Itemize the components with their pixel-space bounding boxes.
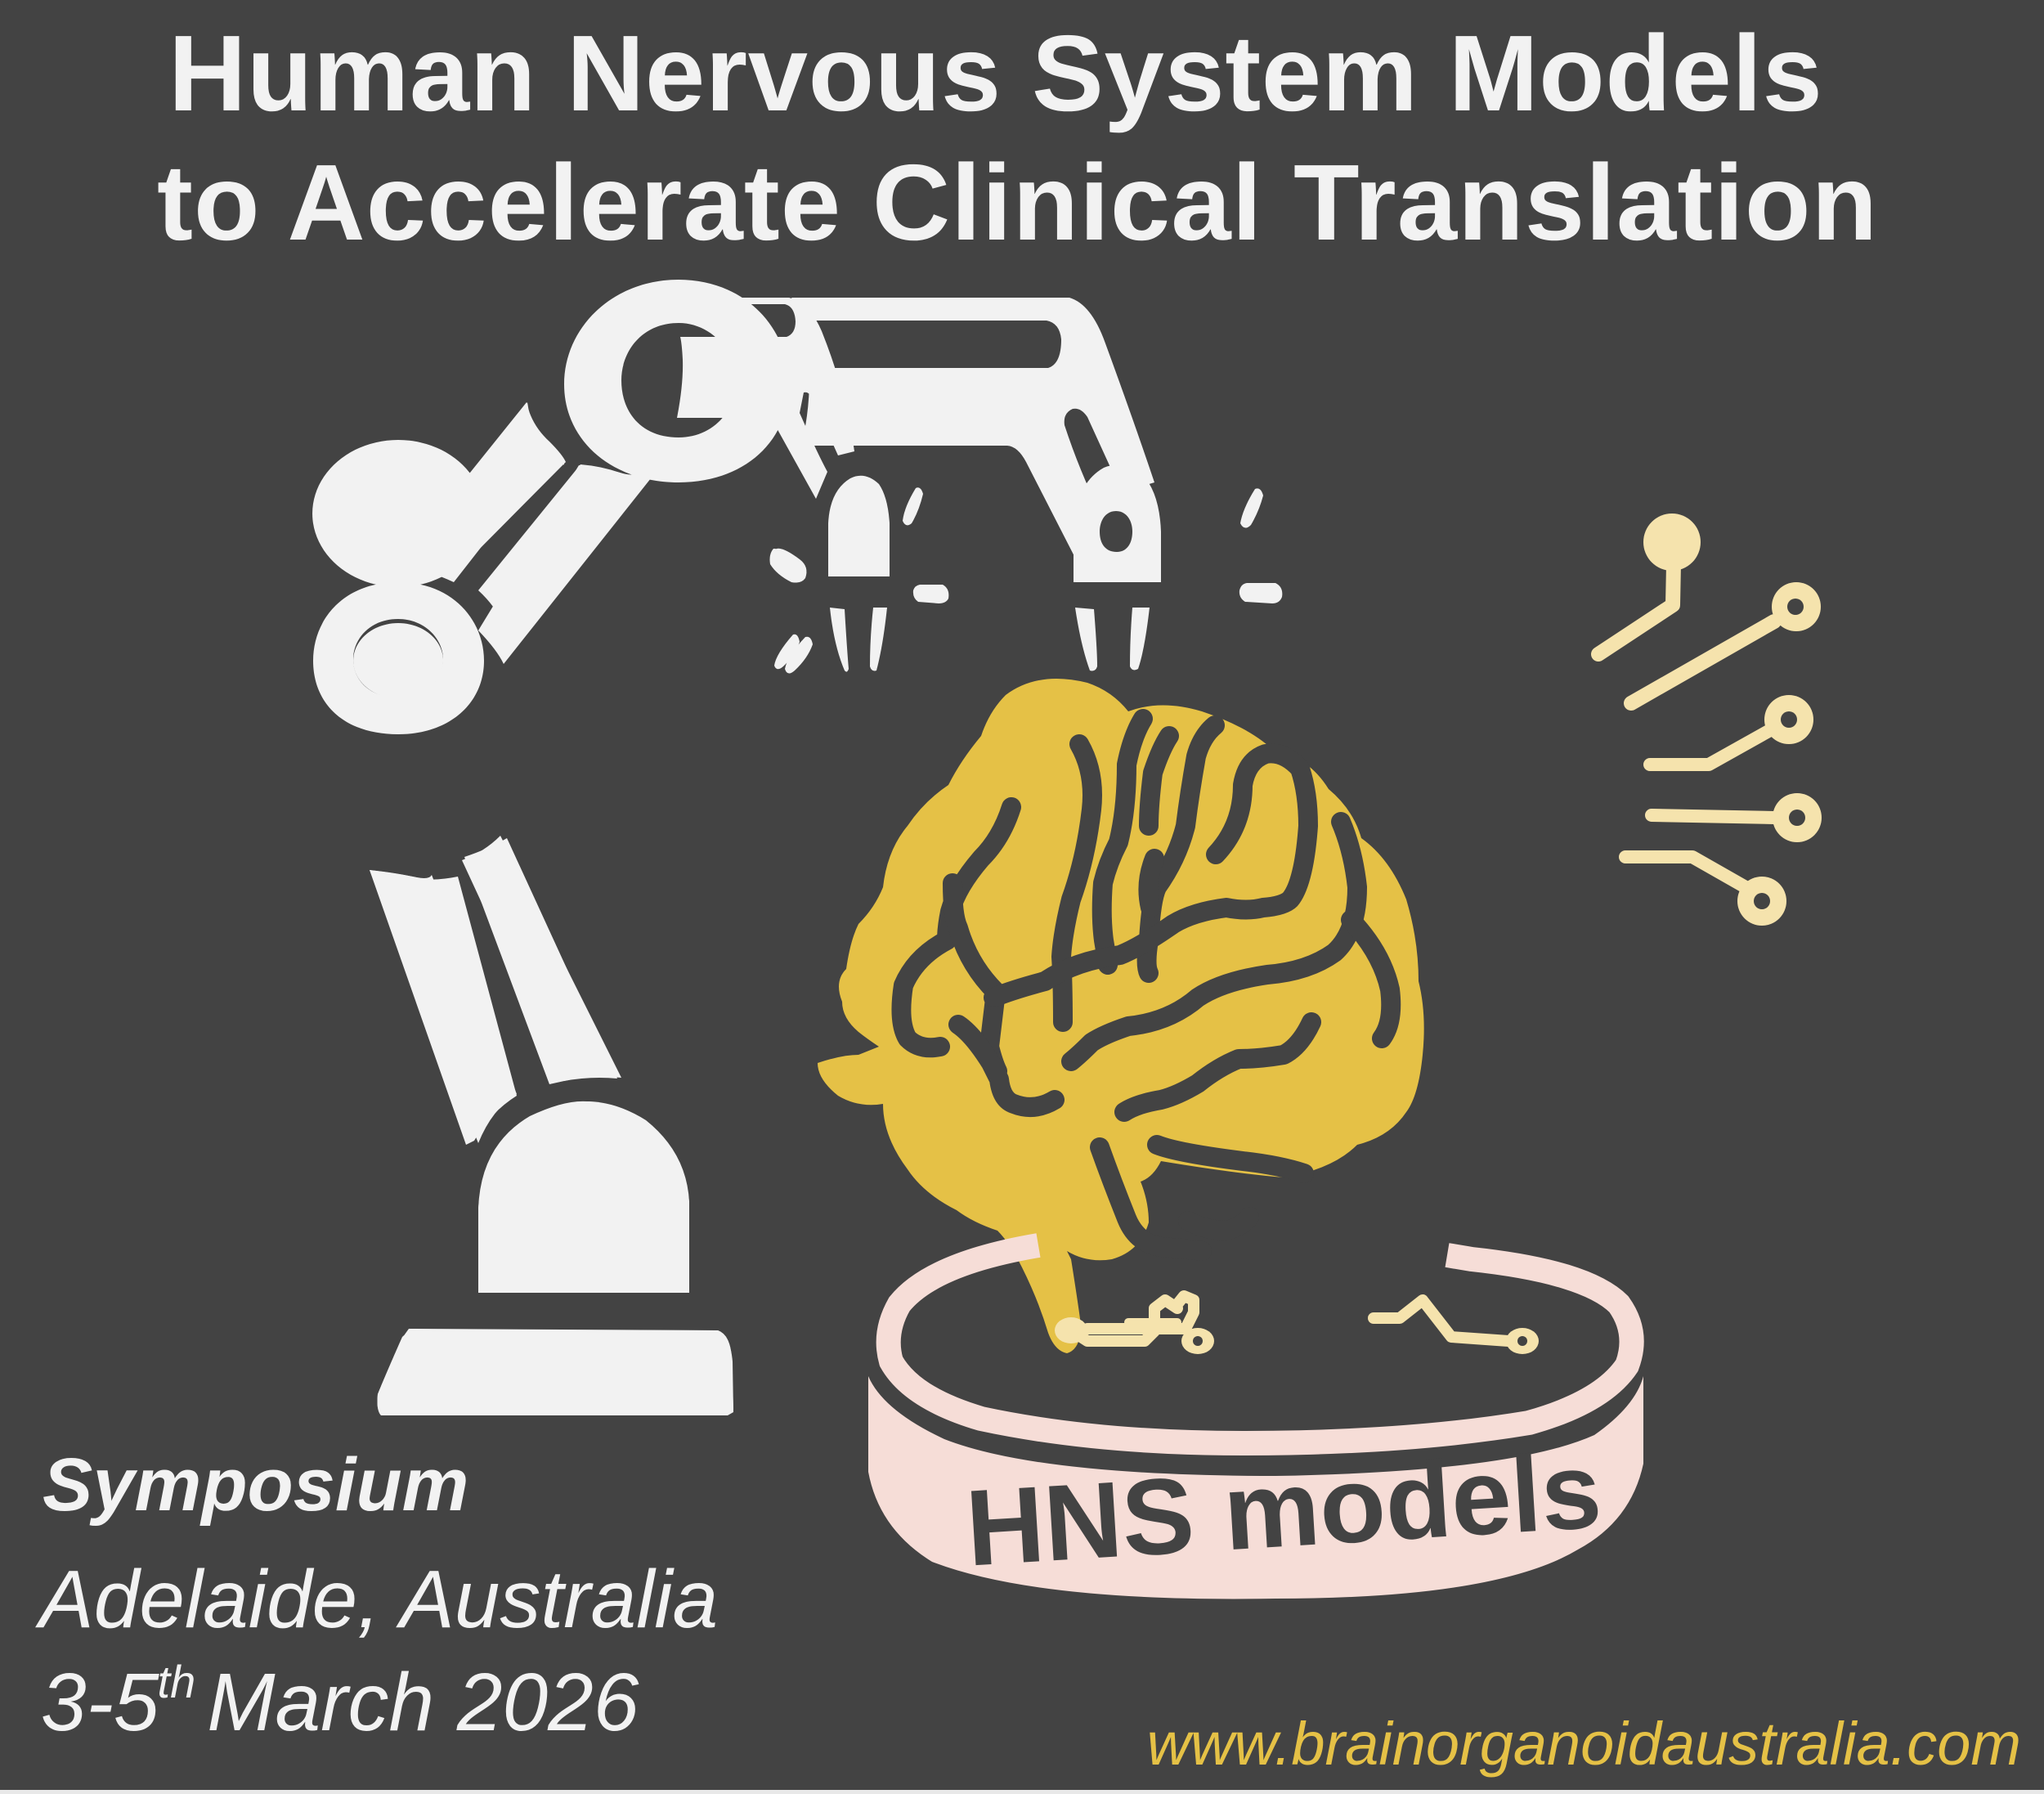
- event-location: Adelaide, Australia: [39, 1554, 719, 1645]
- robot-arm-detail: [313, 280, 1283, 1415]
- event-date-suffix: th: [157, 1656, 196, 1707]
- event-date-days: 3-5: [41, 1657, 159, 1748]
- title-line-1: Human Nervous System Models: [168, 13, 1823, 133]
- petri-dish-icon: [868, 1233, 1644, 1599]
- circuit-traces-icon: [1591, 514, 1822, 926]
- brain-icon: [818, 679, 1424, 1353]
- bottom-border: [0, 1790, 2044, 1794]
- title-line-2: to Accelerate Clinical Translation: [157, 142, 1879, 262]
- event-type: Symposium: [43, 1443, 469, 1527]
- website-link[interactable]: www.brainorganoidaustralia.com: [1146, 1710, 2021, 1778]
- event-date-month-year: March 2026: [207, 1657, 639, 1748]
